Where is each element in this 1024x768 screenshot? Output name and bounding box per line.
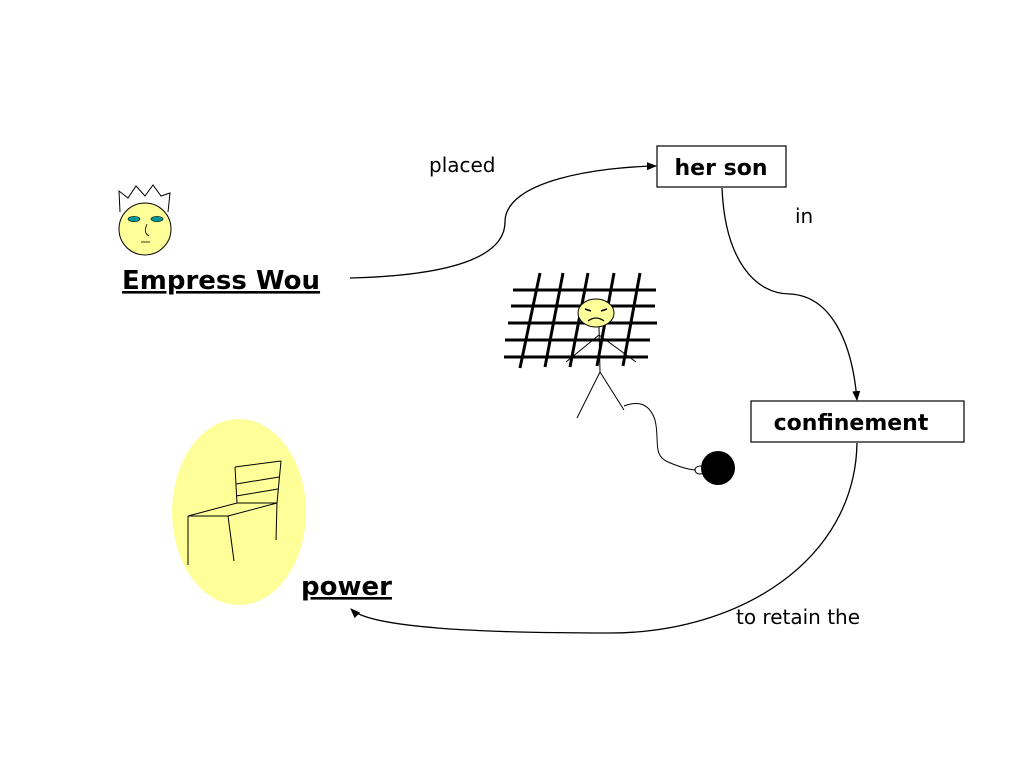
throne-icon bbox=[172, 419, 306, 605]
chair-halo bbox=[172, 419, 306, 605]
prisoner-icon bbox=[565, 298, 637, 419]
edge-placed bbox=[349, 162, 657, 279]
node-confinement-label: confinement bbox=[774, 411, 929, 436]
crown-icon bbox=[118, 184, 171, 213]
right-eye-icon bbox=[150, 216, 164, 222]
edge-label-to-retain: to retain the bbox=[736, 605, 860, 629]
prisoner-face-icon bbox=[577, 298, 615, 328]
empress-icon bbox=[118, 184, 172, 256]
edge-label-in: in bbox=[795, 204, 813, 228]
ball-and-chain-icon bbox=[623, 403, 735, 485]
edge-label-placed: placed bbox=[429, 153, 496, 177]
node-her-son: her son bbox=[656, 145, 787, 188]
edge-to-retain bbox=[350, 442, 858, 634]
node-her-son-label: her son bbox=[675, 156, 768, 181]
node-empress-wou: Empress Wou bbox=[122, 266, 320, 296]
node-confinement: confinement bbox=[750, 400, 965, 443]
face-icon bbox=[118, 202, 172, 256]
node-power: power bbox=[301, 572, 392, 602]
edge-in bbox=[721, 187, 861, 401]
chair-icon bbox=[187, 460, 282, 565]
left-eye-icon bbox=[127, 216, 141, 222]
